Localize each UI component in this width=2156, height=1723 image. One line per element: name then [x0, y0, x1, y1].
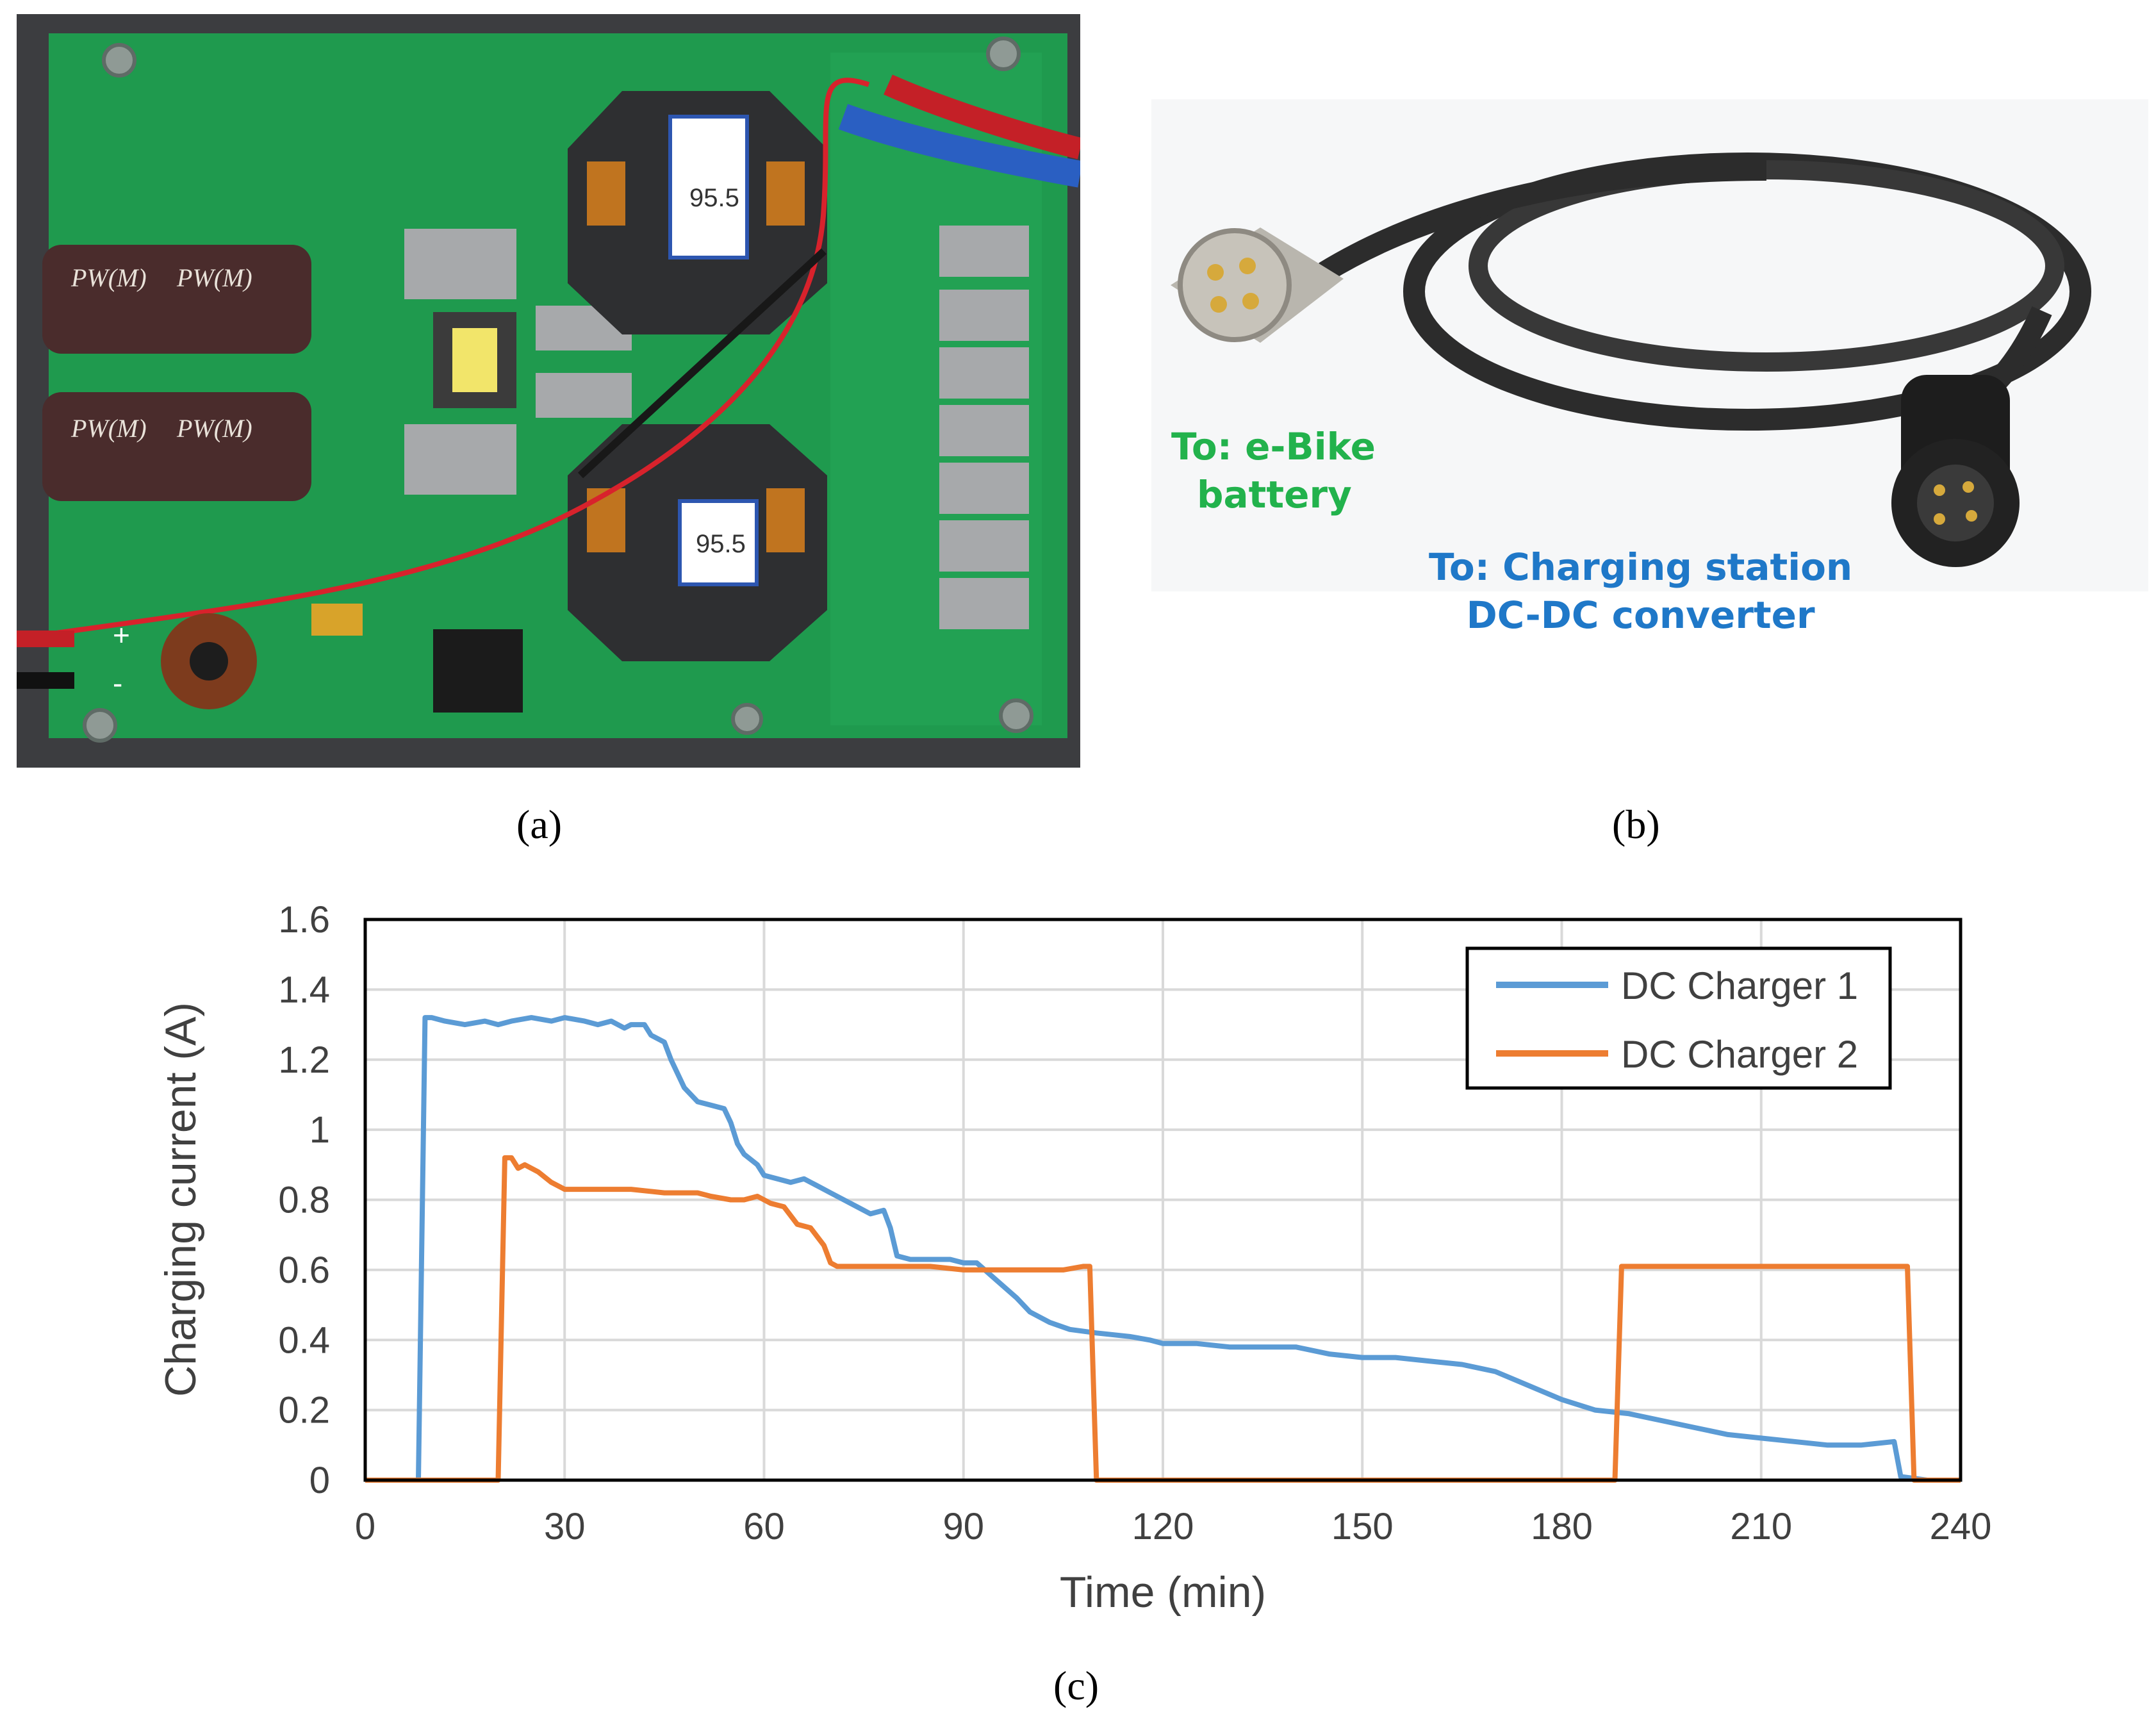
- battery-label-line2: battery: [1197, 473, 1352, 517]
- series-line-2: [365, 1155, 1961, 1483]
- y-tick-label: 1.4: [278, 969, 330, 1010]
- y-tick-label: 0.8: [278, 1180, 330, 1221]
- charging-cable-photo: [1151, 99, 2148, 591]
- polarity-minus: -: [113, 666, 122, 700]
- x-tick-label: 210: [1730, 1506, 1792, 1547]
- y-tick-label: 0.6: [278, 1249, 330, 1291]
- film-capacitors: [404, 226, 1029, 629]
- x-tick-label: 150: [1331, 1506, 1394, 1547]
- y-tick-label: 0: [309, 1460, 330, 1501]
- panel-label-c: (c): [1053, 1663, 1099, 1708]
- panel-label-a: (a): [516, 802, 563, 847]
- panel-label-b: (b): [1612, 802, 1660, 847]
- plot-frame: [363, 918, 1963, 1482]
- electrolytic-capacitors: PW(M) PW(M) PW(M) PW(M): [42, 245, 311, 501]
- legend-box: [1465, 946, 1892, 1090]
- station-label: To: Charging station DC-DC converter: [1429, 543, 1852, 640]
- battery-label-line1: To: e-Bike: [1171, 425, 1376, 468]
- station-label-line2: DC-DC converter: [1466, 593, 1815, 638]
- legend-label: DC Charger 1: [1621, 964, 1858, 1007]
- legend-label: DC Charger 2: [1621, 1033, 1858, 1076]
- y-tick-label: 0.4: [278, 1319, 330, 1361]
- x-tick-label: 180: [1531, 1506, 1593, 1547]
- y-tick-label: 1.2: [278, 1039, 330, 1081]
- inductor-tag: 95.5: [689, 184, 739, 212]
- station-label-line1: To: Charging station: [1429, 545, 1853, 589]
- series-line-1: [365, 1015, 1961, 1483]
- chart-legend: DC Charger 1 DC Charger 2: [1465, 946, 1892, 1090]
- x-tick-label: 0: [355, 1506, 375, 1547]
- battery-label: To: e-Bike battery: [1171, 423, 1376, 520]
- x-tick-label: 90: [942, 1506, 984, 1547]
- y-tick-label: 0.2: [278, 1390, 330, 1431]
- x-tick-label: 120: [1132, 1506, 1194, 1547]
- round-connector: [1891, 375, 2020, 567]
- cap-mark: PW(M): [70, 263, 147, 292]
- x-axis-label: Time (min): [1060, 1568, 1266, 1617]
- y-tick-label: 1: [309, 1109, 330, 1151]
- cap-mark: PW(M): [176, 263, 252, 292]
- charging-current-chart: 0 30 60 90 120 150 180 210 240 0 0.2 0.4 0.6 0.8 1 1.2 1…: [156, 899, 1992, 1617]
- x-tick-label: 60: [743, 1506, 785, 1547]
- transformers: 95.5 95.5: [568, 91, 827, 661]
- y-axis-label: Charging current (A): [156, 1002, 205, 1397]
- x-tick-label: 240: [1930, 1506, 1992, 1547]
- cap-mark: PW(M): [176, 414, 252, 443]
- inductor-tag: 95.5: [696, 530, 746, 558]
- x-tick-label: 30: [544, 1506, 586, 1547]
- xlr-connector: [1171, 227, 1344, 343]
- polarity-plus: +: [113, 618, 130, 652]
- y-tick-label: 1.6: [278, 899, 330, 941]
- cap-mark: PW(M): [70, 414, 147, 443]
- charger-board-photo: PW(M) PW(M) PW(M) PW(M) 95.5 95.5: [17, 14, 1080, 768]
